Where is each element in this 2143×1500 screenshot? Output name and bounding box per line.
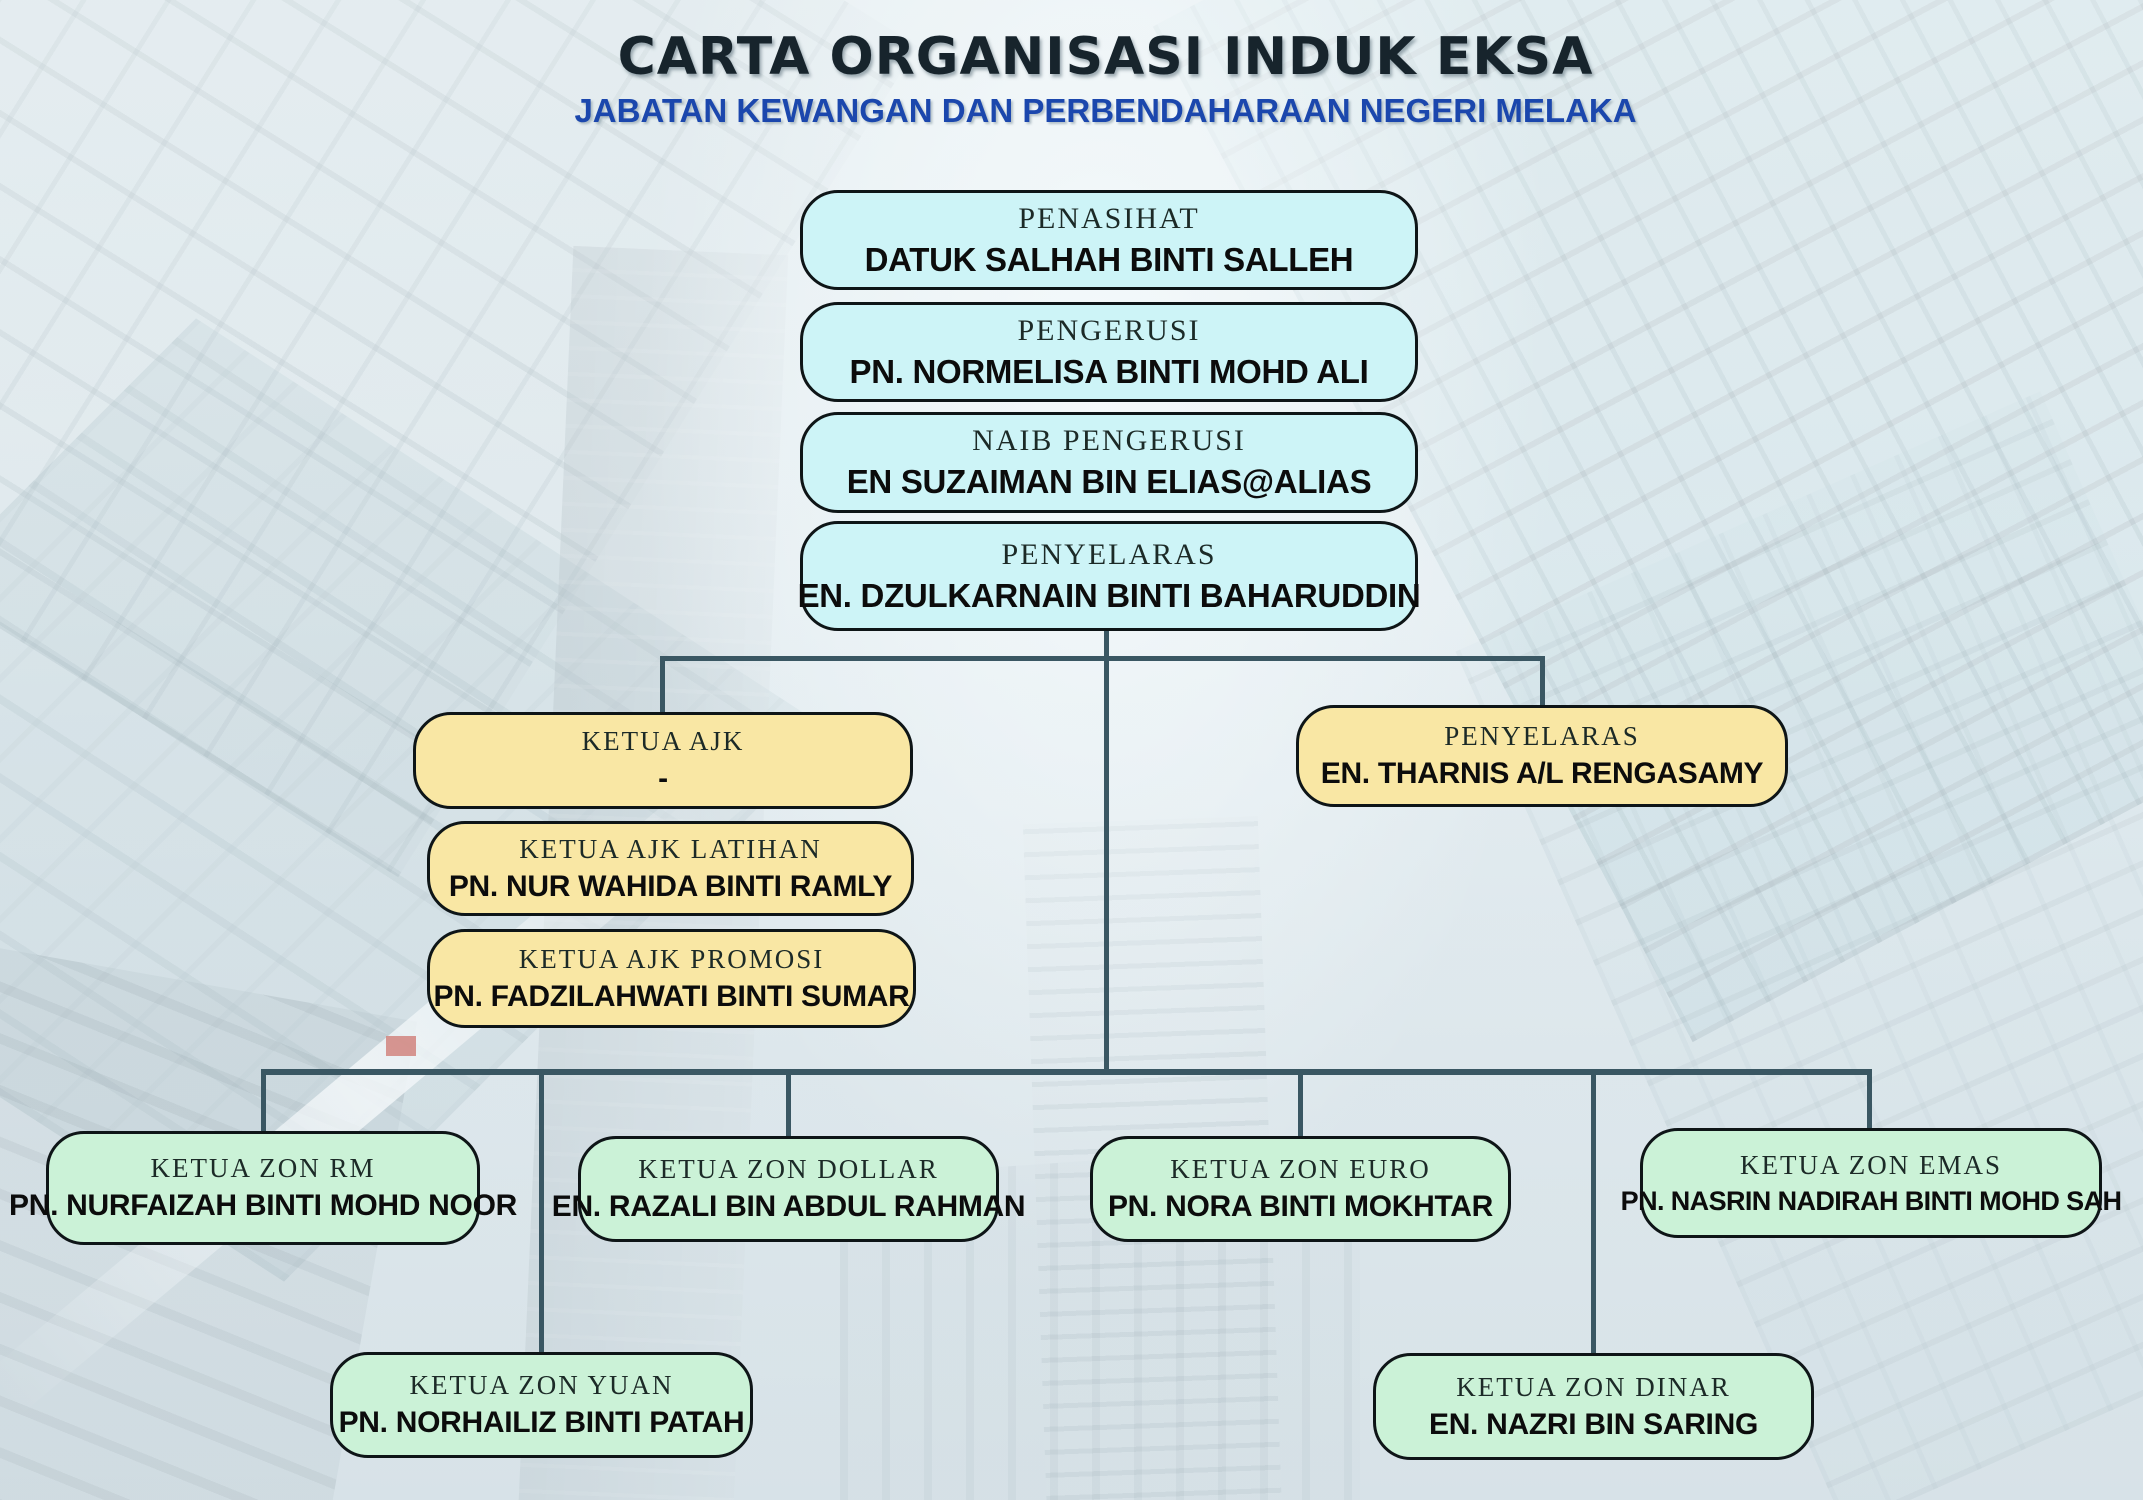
node-role: KETUA AJK PROMOSI xyxy=(518,943,825,974)
connector-drop-zon-yuan xyxy=(539,1069,544,1354)
page-subtitle: JABATAN KEWANGAN DAN PERBENDAHARAAN NEGE… xyxy=(574,91,1637,129)
connector-drop-zon-euro xyxy=(1298,1069,1303,1138)
node-name: EN. DZULKARNAIN BINTI BAHARUDDIN xyxy=(797,576,1421,614)
node-name: - xyxy=(658,761,668,795)
connector-drop-zon-emas xyxy=(1867,1069,1872,1130)
node-role: KETUA ZON YUAN xyxy=(409,1370,674,1400)
org-node-ketua-zon-yuan: KETUA ZON YUAN PN. NORHAILIZ BINTI PATAH xyxy=(330,1352,753,1458)
node-role: KETUA AJK LATIHAN xyxy=(519,833,822,864)
node-name: EN. NAZRI BIN SARING xyxy=(1428,1407,1758,1441)
connector-lower-horizontal xyxy=(263,1069,1872,1075)
node-name: PN. NUR WAHIDA BINTI RAMLY xyxy=(448,869,893,903)
org-node-penyelaras-utama: PENYELARAS EN. DZULKARNAIN BINTI BAHARUD… xyxy=(797,521,1421,631)
node-role: PENGERUSI xyxy=(1017,313,1201,347)
node-name: EN SUZAIMAN BIN ELIAS@ALIAS xyxy=(846,463,1372,500)
connector-center-vertical xyxy=(1104,628,1109,1075)
node-name: PN. NURFAIZAH BINTI MOHD NOOR xyxy=(9,1189,517,1222)
node-name: PN. FADZILAHWATI BINTI SUMAR xyxy=(433,979,910,1013)
connector-drop-zon-dinar xyxy=(1591,1069,1596,1355)
connector-drop-ketua-ajk xyxy=(660,656,665,714)
org-node-naib-pengerusi: NAIB PENGERUSI EN SUZAIMAN BIN ELIAS@ALI… xyxy=(800,412,1418,513)
connector-drop-zon-dollar xyxy=(786,1069,791,1138)
connector-drop-penyelaras xyxy=(1540,656,1545,708)
org-node-ketua-ajk-latihan: KETUA AJK LATIHAN PN. NUR WAHIDA BINTI R… xyxy=(427,821,914,916)
node-role: KETUA ZON DOLLAR xyxy=(638,1154,939,1184)
node-role: NAIB PENGERUSI xyxy=(972,424,1246,457)
org-node-ketua-zon-dollar: KETUA ZON DOLLAR EN. RAZALI BIN ABDUL RA… xyxy=(552,1136,1026,1242)
connector-upper-horizontal xyxy=(660,656,1545,661)
node-role: KETUA ZON DINAR xyxy=(1456,1371,1731,1402)
node-role: PENYELARAS xyxy=(1444,721,1640,751)
org-node-ketua-zon-rm: KETUA ZON RM PN. NURFAIZAH BINTI MOHD NO… xyxy=(9,1131,517,1245)
node-name: EN. THARNIS A/L RENGASAMY xyxy=(1320,757,1764,790)
node-name: PN. NORMELISA BINTI MOHD ALI xyxy=(849,352,1369,390)
node-name: PN. NORHAILIZ BINTI PATAH xyxy=(338,1406,745,1439)
node-name: PN. NORA BINTI MOKHTAR xyxy=(1107,1190,1494,1223)
node-name: EN. RAZALI BIN ABDUL RAHMAN xyxy=(551,1190,1026,1223)
org-node-penyelaras-tharnis: PENYELARAS EN. THARNIS A/L RENGASAMY xyxy=(1296,705,1788,807)
node-name: PN. NASRIN NADIRAH BINTI MOHD SAH xyxy=(1620,1185,2122,1216)
node-role: KETUA ZON EURO xyxy=(1170,1154,1431,1184)
node-role: PENASIHAT xyxy=(1018,201,1200,235)
org-node-penasihat: PENASIHAT DATUK SALHAH BINTI SALLEH xyxy=(800,190,1418,290)
node-role: KETUA ZON EMAS xyxy=(1740,1149,2002,1180)
org-node-ketua-zon-emas: KETUA ZON EMAS PN. NASRIN NADIRAH BINTI … xyxy=(1621,1128,2122,1238)
org-node-pengerusi: PENGERUSI PN. NORMELISA BINTI MOHD ALI xyxy=(800,302,1418,402)
org-node-ketua-zon-dinar: KETUA ZON DINAR EN. NAZRI BIN SARING xyxy=(1373,1353,1814,1460)
org-node-ketua-zon-euro: KETUA ZON EURO PN. NORA BINTI MOKHTAR xyxy=(1090,1136,1511,1242)
org-node-ketua-ajk-promosi: KETUA AJK PROMOSI PN. FADZILAHWATI BINTI… xyxy=(427,929,916,1028)
org-node-ketua-ajk: KETUA AJK - xyxy=(413,712,913,809)
node-role: KETUA ZON RM xyxy=(150,1153,376,1183)
node-role: KETUA AJK xyxy=(581,725,745,756)
node-name: DATUK SALHAH BINTI SALLEH xyxy=(864,240,1354,278)
page-title: CARTA ORGANISASI INDUK EKSA xyxy=(617,27,1594,87)
node-role: PENYELARAS xyxy=(1001,537,1217,571)
connector-drop-zon-rm xyxy=(261,1069,266,1133)
header: CARTA ORGANISASI INDUK EKSA JABATAN KEWA… xyxy=(34,30,2143,129)
